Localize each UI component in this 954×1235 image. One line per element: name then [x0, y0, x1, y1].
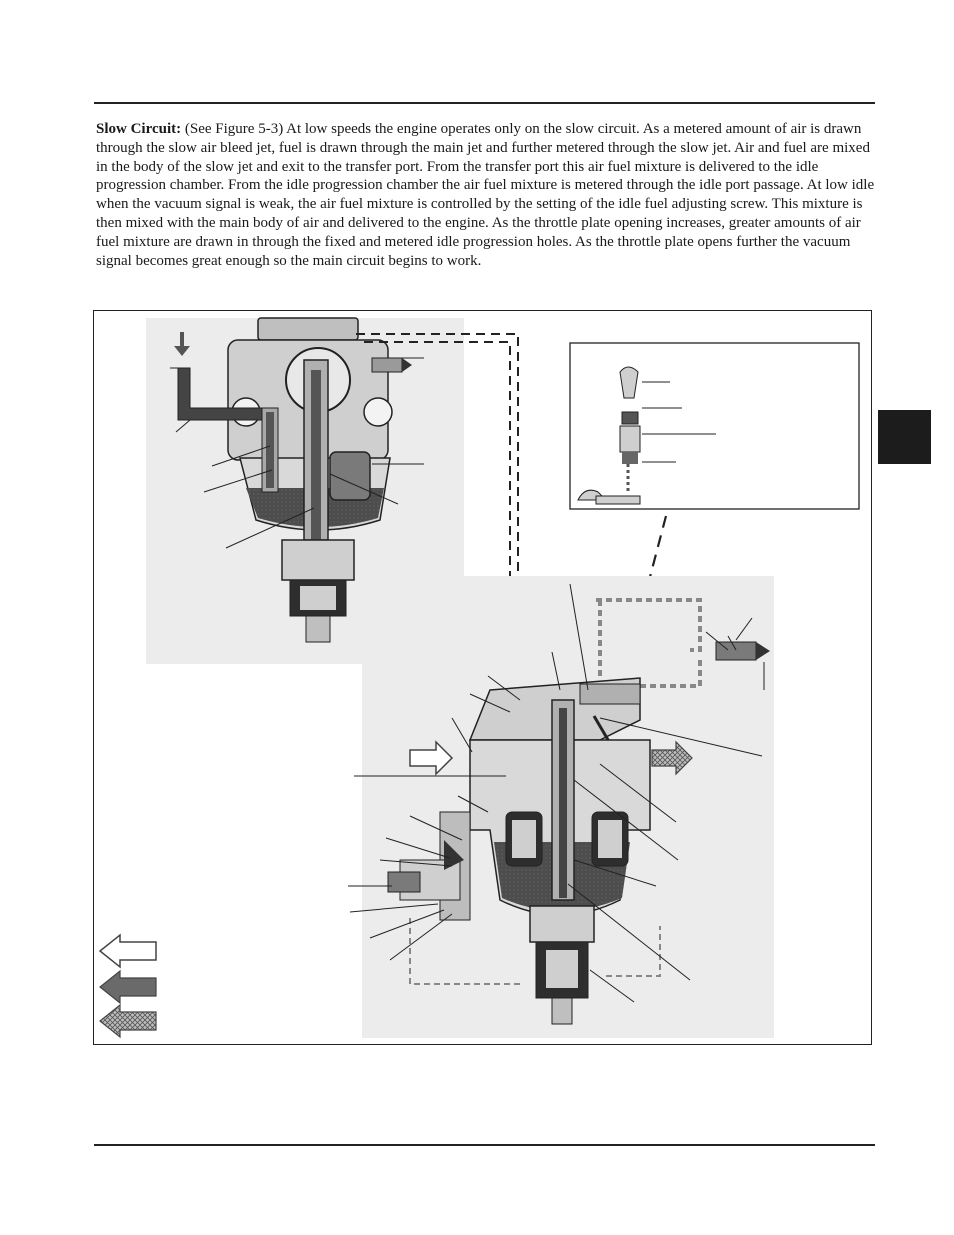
connector-dash-2 [364, 341, 511, 690]
jet-inset [569, 342, 860, 510]
arrow-legend [98, 933, 157, 1039]
header-rule [94, 102, 875, 104]
lower-carburetor [348, 576, 774, 1038]
paragraph-heading: Slow Circuit: [96, 121, 182, 137]
slow-circuit-paragraph: Slow Circuit: (See Figure 5-3) At low sp… [96, 120, 876, 270]
connector-dash-1 [356, 333, 530, 691]
footer-rule [94, 1144, 875, 1146]
paragraph-body: (See Figure 5-3) At low speeds the engin… [96, 121, 875, 269]
outline-arrow-icon [98, 933, 157, 969]
solid-arrow-icon [99, 969, 157, 1005]
upper-carburetor [146, 317, 464, 664]
chapter-tab [878, 410, 931, 464]
hatched-arrow-icon [99, 1003, 157, 1039]
figure-frame [93, 310, 872, 1045]
